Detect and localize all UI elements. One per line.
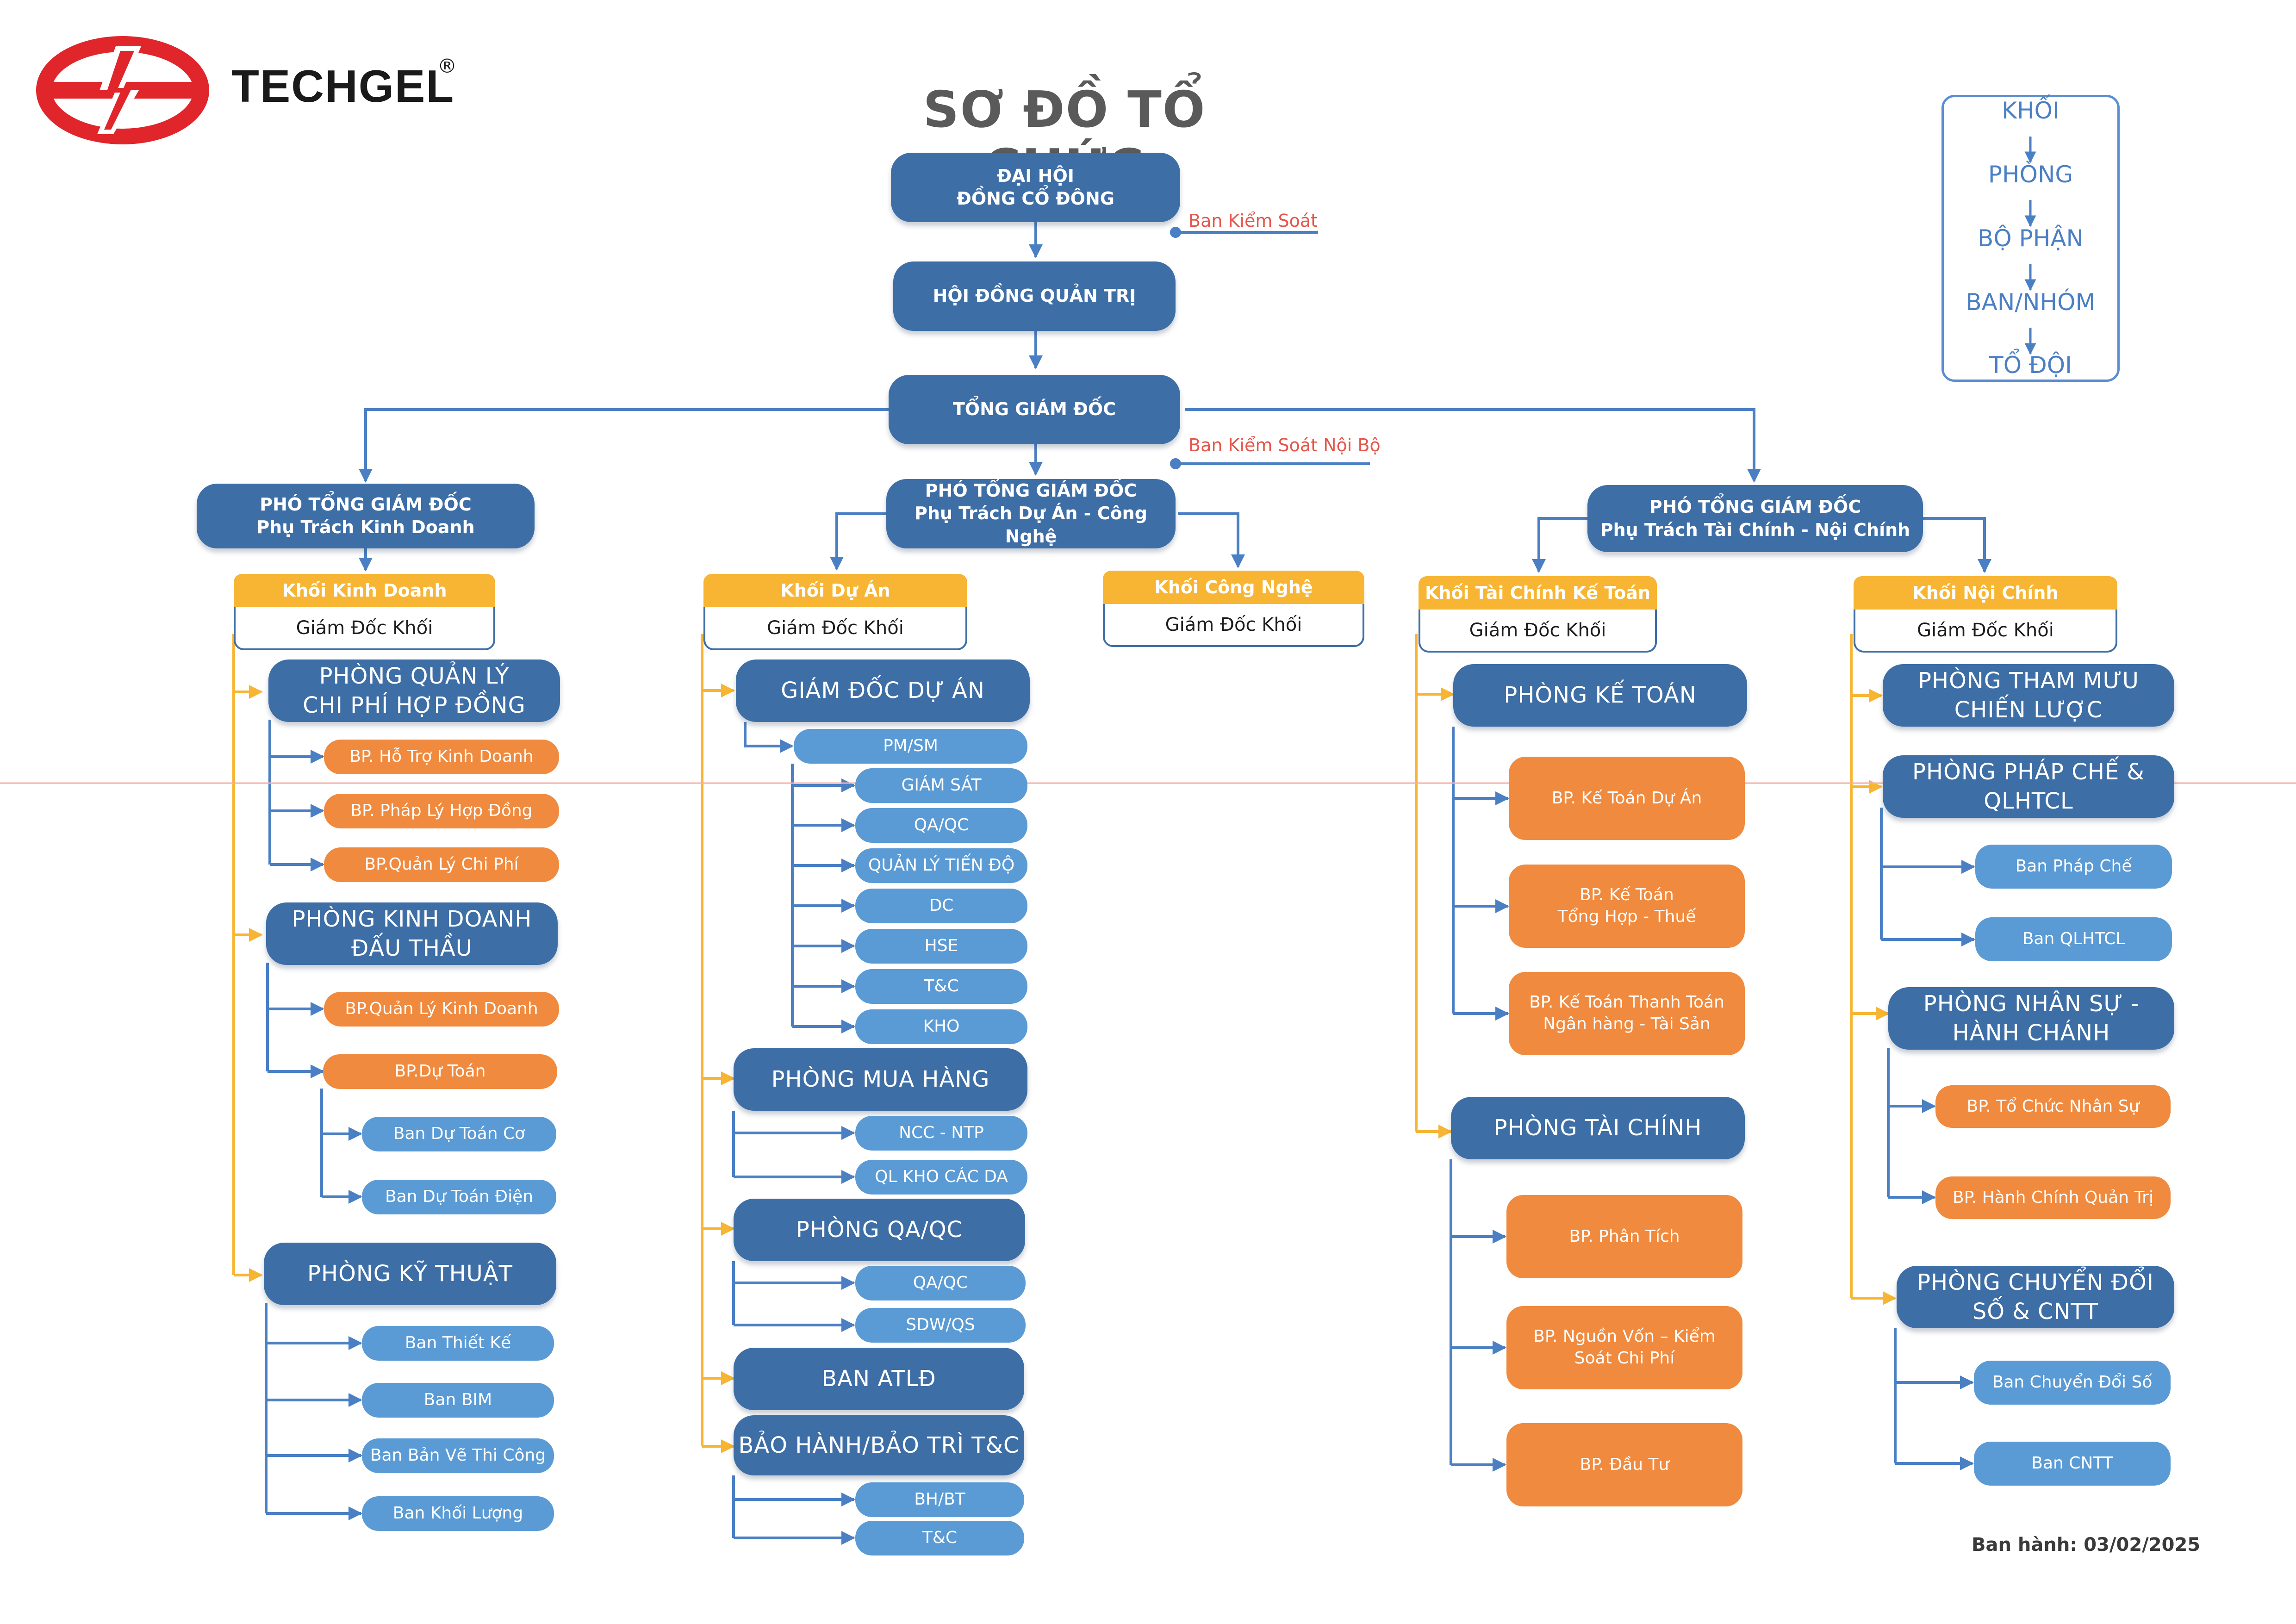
bp-business-support[interactable]: BP. Hỗ Trợ Kinh Doanh <box>324 740 559 774</box>
dept-qa-qc[interactable]: PHÒNG QA/QC <box>734 1199 1025 1261</box>
dept-safety[interactable]: BAN ATLĐ <box>734 1348 1024 1410</box>
bp-payment-accounting[interactable]: BP. Kế Toán Thanh Toán Ngân hàng - Tài S… <box>1509 972 1745 1055</box>
bp-contract-legal[interactable]: BP. Pháp Lý Hợp Đồng <box>324 794 559 828</box>
dept-engineering[interactable]: PHÒNG KỸ THUẬT <box>264 1243 556 1305</box>
team-electrical-estimate[interactable]: Ban Dự Toán Điện <box>362 1180 556 1214</box>
bp-investment[interactable]: BP. Đầu Tư <box>1506 1423 1742 1506</box>
block-business-head: Giám Đốc Khối <box>296 617 433 639</box>
dept-strategy[interactable]: PHÒNG THAM MƯU CHIẾN LƯỢC <box>1883 664 2174 727</box>
internal-audit-note: Ban Kiểm Soát Nội Bộ <box>1188 435 1381 455</box>
team-design[interactable]: Ban Thiết Kế <box>362 1326 554 1361</box>
bp-capital-cost-control[interactable]: BP. Nguồn Vốn – Kiểm Soát Chi Phí <box>1506 1306 1742 1389</box>
ceo[interactable]: TỔNG GIÁM ĐỐC <box>889 375 1180 444</box>
block-business[interactable]: Khối Kinh Doanh Giám Đốc Khối <box>234 574 495 650</box>
team-quantity[interactable]: Ban Khối Lượng <box>362 1496 554 1531</box>
team-it[interactable]: Ban CNTT <box>1974 1442 2171 1486</box>
blue-connectors <box>265 222 1991 1545</box>
bp-sales-management[interactable]: BP.Quản Lý Kinh Doanh <box>324 992 559 1027</box>
block-internal-title: Khối Nội Chính <box>1854 576 2117 610</box>
item-sdw-qs[interactable]: SDW/QS <box>855 1308 1026 1343</box>
item-supervision[interactable]: GIÁM SÁT <box>855 768 1027 803</box>
block-project-head: Giám Đốc Khối <box>767 617 904 639</box>
item-hse[interactable]: HSE <box>855 929 1027 964</box>
dept-project-director[interactable]: GIÁM ĐỐC DỰ ÁN <box>736 660 1030 722</box>
block-internal-head: Giám Đốc Khối <box>1917 620 2054 641</box>
item-t-and-c[interactable]: T&C <box>855 969 1027 1004</box>
hierarchy-legend <box>1941 95 2120 382</box>
team-mechanical-estimate[interactable]: Ban Dự Toán Cơ <box>362 1117 556 1151</box>
block-internal[interactable]: Khối Nội Chính Giám Đốc Khối <box>1854 576 2117 653</box>
item-dc[interactable]: DC <box>855 889 1027 923</box>
vp-business[interactable]: PHÓ TỔNG GIÁM ĐỐC Phụ Trách Kinh Doanh <box>197 484 535 548</box>
bp-administration[interactable]: BP. Hành Chính Quản Trị <box>1935 1176 2171 1219</box>
brand-name: TECHGEL <box>231 61 455 112</box>
item-pm-sm[interactable]: PM/SM <box>794 729 1027 764</box>
block-project[interactable]: Khối Dự Án Giám Đốc Khối <box>703 574 967 650</box>
dept-sales-bidding[interactable]: PHÒNG KINH DOANH ĐẤU THẦU <box>266 902 558 965</box>
item-project-warehouses[interactable]: QL KHO CÁC DA <box>855 1160 1027 1195</box>
item-suppliers[interactable]: NCC - NTP <box>855 1116 1027 1151</box>
item-schedule[interactable]: QUẢN LÝ TIẾN ĐỘ <box>855 848 1027 883</box>
registered-mark: ® <box>437 55 457 77</box>
bp-estimating[interactable]: BP.Dự Toán <box>323 1054 557 1089</box>
legend-department: PHÒNG <box>1988 161 2073 188</box>
team-shop-drawings[interactable]: Ban Bản Vẽ Thi Công <box>362 1438 554 1473</box>
legend-block: KHỐI <box>2002 97 2060 124</box>
bp-cost-management[interactable]: BP.Quản Lý Chi Phí <box>324 847 559 882</box>
block-finance-title: Khối Tài Chính Kế Toán <box>1419 576 1657 610</box>
item-warehouse[interactable]: KHO <box>855 1009 1027 1044</box>
dept-digital-it[interactable]: PHÒNG CHUYỂN ĐỔI SỐ & CNTT <box>1897 1266 2174 1328</box>
team-digital-transformation[interactable]: Ban Chuyển Đổi Số <box>1974 1361 2171 1405</box>
legend-crew: TỔ ĐỘI <box>1989 352 2072 379</box>
dept-finance[interactable]: PHÒNG TÀI CHÍNH <box>1451 1097 1745 1159</box>
team-quality-system[interactable]: Ban QLHTCL <box>1975 917 2172 961</box>
block-business-title: Khối Kinh Doanh <box>234 574 495 607</box>
bp-project-accounting[interactable]: BP. Kế Toán Dự Án <box>1509 757 1745 840</box>
legend-division: BỘ PHẬN <box>1978 225 2084 252</box>
dept-accounting[interactable]: PHÒNG KẾ TOÁN <box>1453 664 1747 727</box>
item-qa-qc[interactable]: QA/QC <box>855 808 1027 843</box>
item-warranty-t-and-c[interactable]: T&C <box>855 1521 1024 1556</box>
item-qaqc-team[interactable]: QA/QC <box>855 1266 1026 1300</box>
bp-general-tax-accounting[interactable]: BP. Kế Toán Tổng Hợp - Thuế <box>1509 865 1745 948</box>
supervisory-board-note: Ban Kiểm Soát <box>1188 211 1318 231</box>
dept-contract-cost[interactable]: PHÒNG QUẢN LÝ CHI PHÍ HỢP ĐỒNG <box>268 660 560 722</box>
team-bim[interactable]: Ban BIM <box>362 1383 554 1418</box>
bp-analysis[interactable]: BP. Phân Tích <box>1506 1195 1742 1278</box>
vp-project-technology[interactable]: PHÓ TỔNG GIÁM ĐỐC Phụ Trách Dự Án - Công… <box>886 479 1176 548</box>
techgel-logo-icon <box>36 36 209 144</box>
bp-hr-organization[interactable]: BP. Tổ Chức Nhân Sự <box>1935 1085 2171 1128</box>
item-warranty-maintenance[interactable]: BH/BT <box>855 1482 1024 1517</box>
block-technology-title: Khối Công Nghệ <box>1103 571 1364 604</box>
block-technology[interactable]: Khối Công Nghệ Giám Đốc Khối <box>1103 571 1364 647</box>
team-legal[interactable]: Ban Pháp Chế <box>1975 845 2172 889</box>
shareholders-meeting[interactable]: ĐẠI HỘI ĐỒNG CỔ ĐÔNG <box>891 153 1180 222</box>
dept-warranty[interactable]: BẢO HÀNH/BẢO TRÌ T&C <box>734 1415 1024 1475</box>
vp-finance-internal[interactable]: PHÓ TỔNG GIÁM ĐỐC Phụ Trách Tài Chính - … <box>1587 485 1923 552</box>
block-technology-head: Giám Đốc Khối <box>1165 614 1302 635</box>
board-of-directors[interactable]: HỘI ĐỒNG QUẢN TRỊ <box>893 261 1176 331</box>
block-finance[interactable]: Khối Tài Chính Kế Toán Giám Đốc Khối <box>1419 576 1657 653</box>
dept-legal-quality[interactable]: PHÒNG PHÁP CHẾ & QLHTCL <box>1883 755 2174 818</box>
dept-hr-admin[interactable]: PHÒNG NHÂN SỰ - HÀNH CHÁNH <box>1888 987 2174 1050</box>
block-project-title: Khối Dự Án <box>703 574 967 607</box>
yellow-connectors <box>232 634 1897 1453</box>
block-finance-head: Giám Đốc Khối <box>1469 620 1606 641</box>
note-dots <box>1170 227 1181 469</box>
issue-date: Ban hành: 03/02/2025 <box>1972 1534 2201 1556</box>
dept-purchasing[interactable]: PHÒNG MUA HÀNG <box>734 1048 1027 1111</box>
legend-team: BAN/NHÓM <box>1966 289 2096 316</box>
